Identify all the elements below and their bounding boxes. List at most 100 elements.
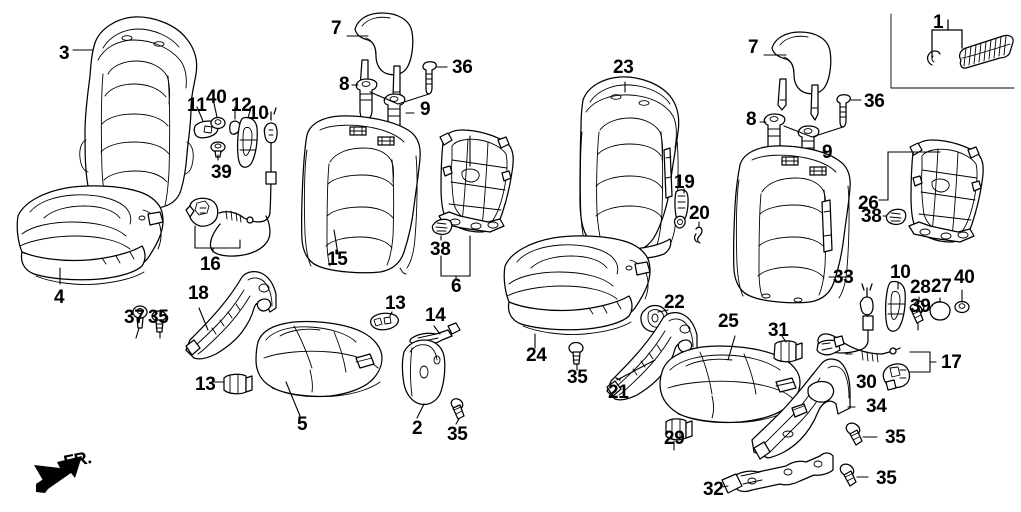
- part-36-screw-right: [783, 94, 862, 138]
- callout-39-b: 39: [910, 296, 931, 317]
- callout-26: 26: [858, 193, 879, 214]
- callout-11: 11: [187, 95, 207, 116]
- callout-18: 18: [188, 283, 209, 304]
- callout-1: 1: [933, 12, 944, 33]
- callout-31: 31: [768, 320, 789, 341]
- part-20-cotter-pin: [694, 221, 703, 244]
- callout-35-d: 35: [885, 427, 906, 448]
- part-32-rail-end-cover: [720, 452, 834, 494]
- part-26-back-panel-right: [878, 139, 984, 243]
- part-21-passenger-inner-rail: [606, 311, 698, 401]
- part-2-side-cover: [401, 339, 446, 419]
- callout-25: 25: [718, 311, 739, 332]
- callout-34: 34: [866, 396, 887, 417]
- part-37-push-rivet: [132, 305, 148, 339]
- part-31-cushion-clip: [773, 335, 803, 363]
- part-36-screw-left: [369, 61, 448, 105]
- callout-38-a: 38: [430, 239, 451, 260]
- callout-37: 37: [124, 307, 145, 328]
- part-5-cushion-pad: [255, 320, 383, 417]
- part-35-bolt-d: [845, 422, 878, 446]
- part-13-clip-b: [211, 373, 253, 395]
- callout-38-b: 38: [861, 206, 882, 227]
- part-4-seat-cushion: [16, 185, 164, 285]
- callout-40-b: 40: [954, 267, 975, 288]
- callout-36-b: 36: [864, 91, 885, 112]
- part-6-back-panel-left: [431, 129, 514, 281]
- part-12-washer: [229, 106, 241, 135]
- part-16-cable-assembly: [185, 107, 278, 257]
- part-7-headrest-right: [763, 31, 832, 121]
- callout-13-a: 13: [385, 293, 406, 314]
- callout-32: 32: [703, 479, 724, 500]
- part-40-cap-nut-left: [210, 98, 226, 130]
- callout-19: 19: [674, 172, 695, 193]
- callout-35-e: 35: [876, 468, 897, 489]
- callout-40-a: 40: [206, 87, 227, 108]
- part-27-knob: [929, 297, 951, 321]
- part-3-seat-back-cover: [72, 16, 198, 210]
- part-10-lever-right: [885, 280, 906, 332]
- part-35-bolt-b: [450, 398, 465, 425]
- part-8-headrest-guide-left: [351, 78, 378, 121]
- callout-10-b: 10: [890, 262, 911, 283]
- callout-33: 33: [833, 267, 854, 288]
- callout-17: 17: [941, 352, 962, 373]
- part-19-adjuster-link: [673, 188, 689, 229]
- callout-39-a: 39: [211, 162, 232, 183]
- callout-7-a: 7: [331, 18, 342, 39]
- callout-9-a: 9: [420, 99, 431, 120]
- callout-2: 2: [412, 418, 423, 439]
- part-34-outer-rail-cover: [751, 358, 856, 460]
- callout-27: 27: [931, 276, 952, 297]
- callout-16: 16: [200, 254, 221, 275]
- part-30-cable-bracket: [816, 335, 853, 356]
- callout-23: 23: [613, 57, 634, 78]
- part-1-hog-ring-box: [890, 13, 1015, 89]
- part-15-seat-back-pad: [300, 115, 421, 275]
- part-39-bolt-left: [210, 141, 226, 161]
- callout-14: 14: [425, 305, 446, 326]
- part-33-seat-back-pad: [732, 145, 852, 304]
- part-40-cap-nut-right: [954, 289, 970, 314]
- callout-6: 6: [451, 276, 462, 297]
- part-38-grommet-left: [431, 218, 453, 241]
- part-7-headrest-left: [346, 12, 414, 105]
- part-24-cushion-trim: [503, 235, 651, 349]
- callout-5: 5: [297, 414, 308, 435]
- callout-7-b: 7: [748, 37, 759, 58]
- callout-24: 24: [526, 345, 547, 366]
- callout-4: 4: [54, 287, 65, 308]
- fr-direction-arrow: [34, 456, 82, 493]
- callout-22: 22: [664, 292, 685, 313]
- part-29-rail-end-cap: [665, 418, 693, 451]
- part-35-bolt-c: [568, 341, 584, 371]
- callout-29: 29: [664, 428, 685, 449]
- part-18-inner-rail: [185, 270, 277, 360]
- part-10-lever-left: [237, 110, 258, 168]
- part-25-passenger-cushion: [659, 335, 801, 424]
- part-23-seat-back-cover: [579, 76, 680, 260]
- part-35-bolt-e: [839, 463, 869, 487]
- callout-35-b: 35: [447, 424, 468, 445]
- callout-35-a: 35: [148, 307, 169, 328]
- part-35-bolt-a: [151, 310, 167, 339]
- callout-8-a: 8: [339, 74, 350, 95]
- part-13-clip-a: [370, 311, 399, 331]
- callout-28: 28: [910, 277, 931, 298]
- callout-10-a: 10: [248, 103, 269, 124]
- callout-13-b: 13: [195, 374, 216, 395]
- callout-30: 30: [856, 372, 877, 393]
- callout-9-b: 9: [822, 142, 833, 163]
- part-38-grommet-right: [882, 208, 907, 226]
- callout-12: 12: [231, 95, 252, 116]
- callout-8-b: 8: [746, 109, 757, 130]
- callout-36-a: 36: [452, 57, 473, 78]
- callout-35-c: 35: [567, 367, 588, 388]
- part-39-bolt-right: [909, 303, 924, 331]
- callout-21: 21: [608, 382, 629, 403]
- callout-20: 20: [689, 203, 710, 224]
- callout-3: 3: [59, 43, 70, 64]
